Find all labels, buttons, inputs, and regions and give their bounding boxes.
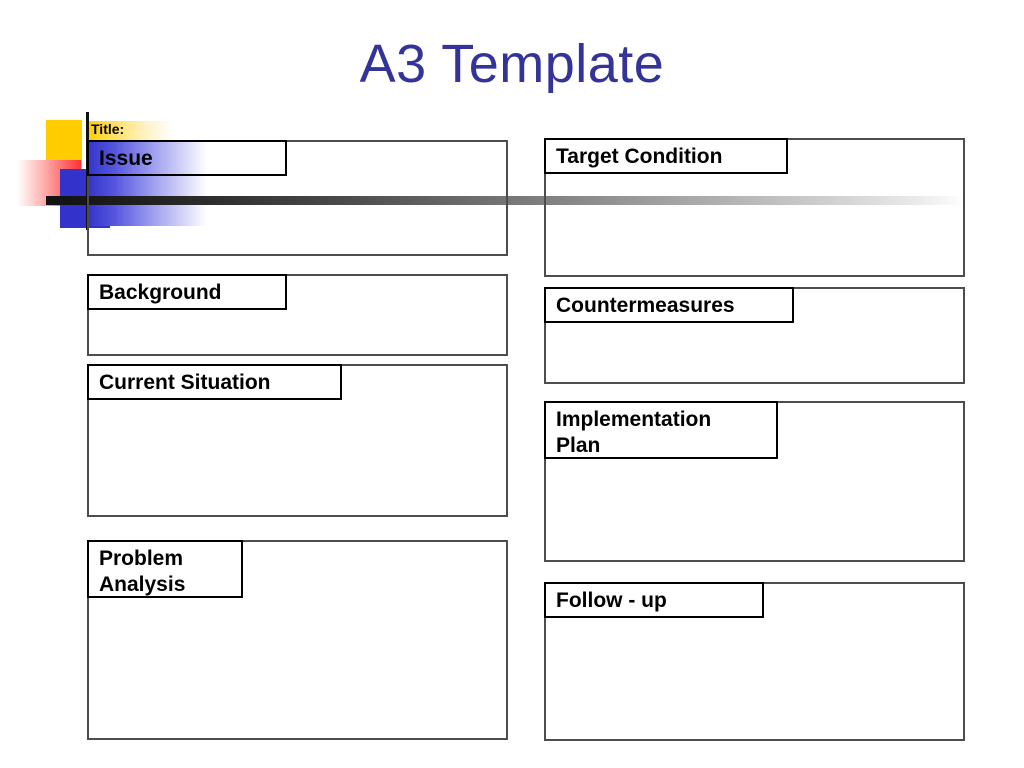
a3-content-area-implementation-plan[interactable] xyxy=(546,461,963,560)
a3-box-current-situation[interactable]: Current Situation xyxy=(87,364,508,517)
a3-label-countermeasures: Countermeasures xyxy=(544,287,794,323)
a3-content-area-issue[interactable] xyxy=(89,178,506,254)
a3-content-area-problem-analysis[interactable] xyxy=(89,600,506,738)
a3-content-area-current-situation[interactable] xyxy=(89,402,506,515)
deco-red-square xyxy=(17,160,81,206)
a3-box-countermeasures[interactable]: Countermeasures xyxy=(544,287,965,384)
a3-content-area-follow-up[interactable] xyxy=(546,620,963,739)
a3-content-area-countermeasures[interactable] xyxy=(546,325,963,382)
a3-label-problem-analysis: Problem Analysis xyxy=(87,540,243,598)
a3-label-implementation-plan: Implementation Plan xyxy=(544,401,778,459)
a3-box-target-condition[interactable]: Target Condition xyxy=(544,138,965,277)
a3-label-issue: Issue xyxy=(87,140,287,176)
a3-content-area-background[interactable] xyxy=(89,312,506,354)
page-title: A3 Template xyxy=(359,34,665,94)
a3-box-problem-analysis[interactable]: Problem Analysis xyxy=(87,540,508,740)
a3-label-follow-up: Follow - up xyxy=(544,582,764,618)
a3-label-background: Background xyxy=(87,274,287,310)
a3-content-area-target-condition[interactable] xyxy=(546,176,963,275)
a3-box-issue[interactable]: Issue xyxy=(87,140,508,256)
title-caption: Title: xyxy=(91,121,125,137)
a3-box-implementation-plan[interactable]: Implementation Plan xyxy=(544,401,965,562)
a3-box-follow-up[interactable]: Follow - up xyxy=(544,582,965,741)
deco-yellow-square xyxy=(46,120,82,170)
a3-label-target-condition: Target Condition xyxy=(544,138,788,174)
a3-box-background[interactable]: Background xyxy=(87,274,508,356)
a3-label-current-situation: Current Situation xyxy=(87,364,342,400)
